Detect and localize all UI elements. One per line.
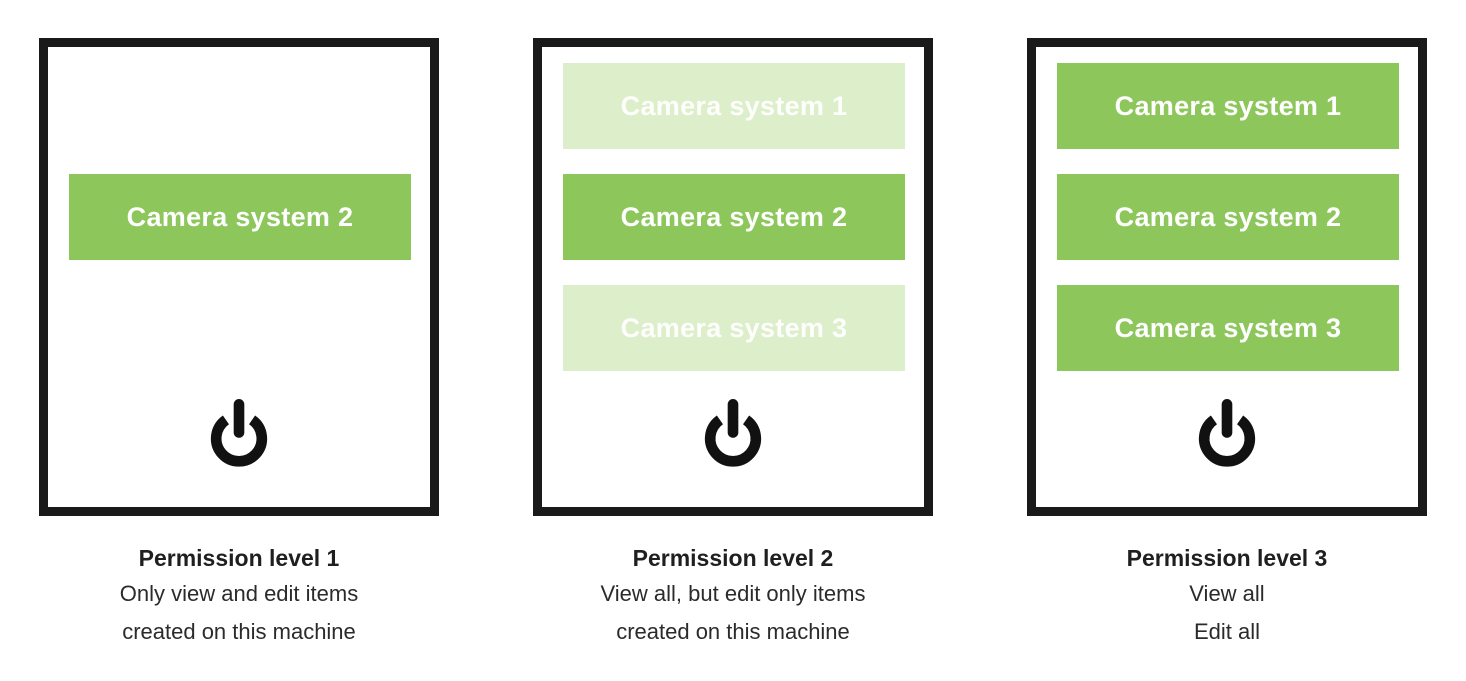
- camera-system-3-button: Camera system 3: [1057, 285, 1399, 371]
- caption-line: Only view and edit items: [119, 581, 359, 606]
- caption-line: created on this machine: [122, 619, 356, 644]
- caption-level-1: Permission level 1 Only view and edit it…: [39, 541, 439, 651]
- camera-system-2-button: Camera system 2: [563, 174, 905, 260]
- caption-line: Edit all: [1193, 619, 1261, 644]
- permission-level-3-column: Camera system 1 Camera system 2 Camera s…: [1027, 38, 1427, 651]
- caption-line: created on this machine: [616, 619, 850, 644]
- machine-screen-1: Camera system 2: [39, 38, 439, 516]
- power-icon: [695, 394, 771, 474]
- permission-level-2-column: Camera system 1 Camera system 2 Camera s…: [533, 38, 933, 651]
- caption-line: View all: [1189, 581, 1265, 606]
- machine-screen-2: Camera system 1 Camera system 2 Camera s…: [533, 38, 933, 516]
- caption-level-2: Permission level 2 View all, but edit on…: [533, 541, 933, 651]
- camera-system-3-button-dimmed: Camera system 3: [563, 285, 905, 371]
- camera-system-2-button: Camera system 2: [69, 174, 411, 260]
- diagram-row: Camera system 2 Permission level 1 Only …: [39, 38, 1427, 651]
- caption-level-3: Permission level 3 View all Edit all: [1027, 541, 1427, 651]
- caption-title: Permission level 2: [632, 545, 834, 571]
- camera-system-2-button: Camera system 2: [1057, 174, 1399, 260]
- camera-system-1-button: Camera system 1: [1057, 63, 1399, 149]
- power-icon: [1189, 394, 1265, 474]
- caption-title: Permission level 1: [138, 545, 340, 571]
- caption-title: Permission level 3: [1126, 545, 1328, 571]
- caption-line: View all, but edit only items: [600, 581, 866, 606]
- permission-level-1-column: Camera system 2 Permission level 1 Only …: [39, 38, 439, 651]
- power-icon: [201, 394, 277, 474]
- camera-system-1-button-dimmed: Camera system 1: [563, 63, 905, 149]
- machine-screen-3: Camera system 1 Camera system 2 Camera s…: [1027, 38, 1427, 516]
